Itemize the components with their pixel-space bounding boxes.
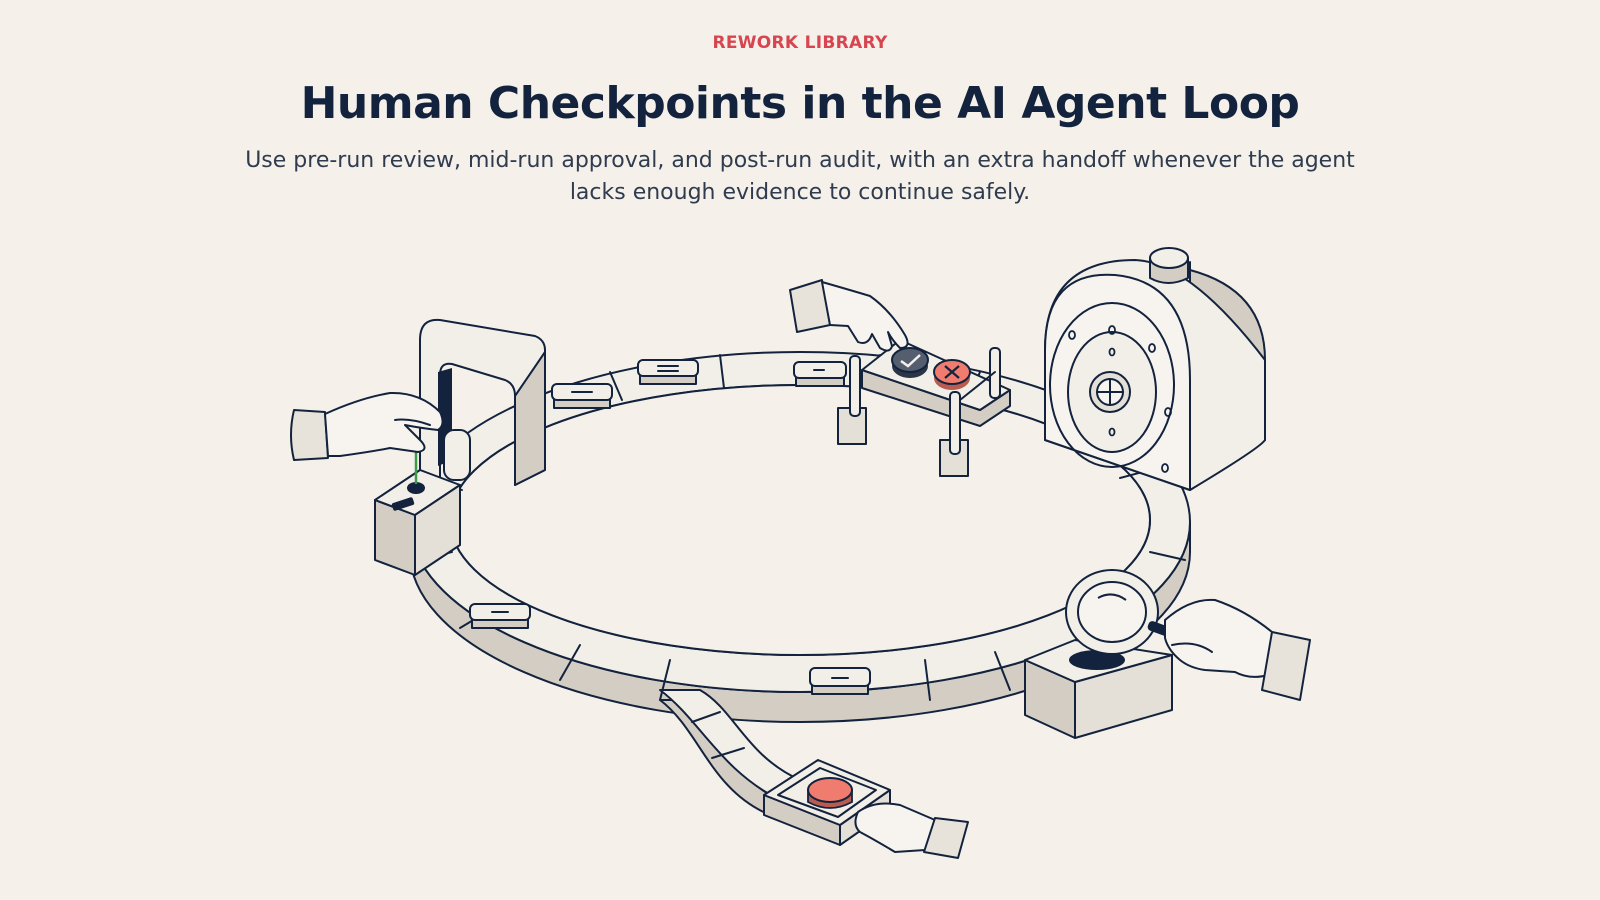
track-packets: [469, 359, 871, 695]
human-hand-icon: [854, 802, 969, 859]
audit-magnifier-icon: [1024, 569, 1311, 739]
reject-x-icon: [933, 359, 971, 390]
pre-run-gate-icon: [290, 318, 546, 576]
vault-icon: [1044, 247, 1266, 491]
human-hand-icon: [290, 391, 444, 461]
loop-track: [409, 351, 1191, 723]
page-subtitle: Use pre-run review, mid-run approval, an…: [245, 148, 1355, 205]
approve-check-icon: [891, 347, 929, 378]
human-hand-icon: [1164, 598, 1311, 701]
human-hand-icon: [789, 279, 909, 352]
handoff-branch: [659, 689, 801, 816]
page-title: Human Checkpoints in the AI Agent Loop: [300, 78, 1300, 129]
eyebrow-label: REWORK LIBRARY: [712, 33, 888, 53]
handoff-button-icon: [763, 759, 969, 859]
approval-panel-icon: [789, 279, 1011, 477]
